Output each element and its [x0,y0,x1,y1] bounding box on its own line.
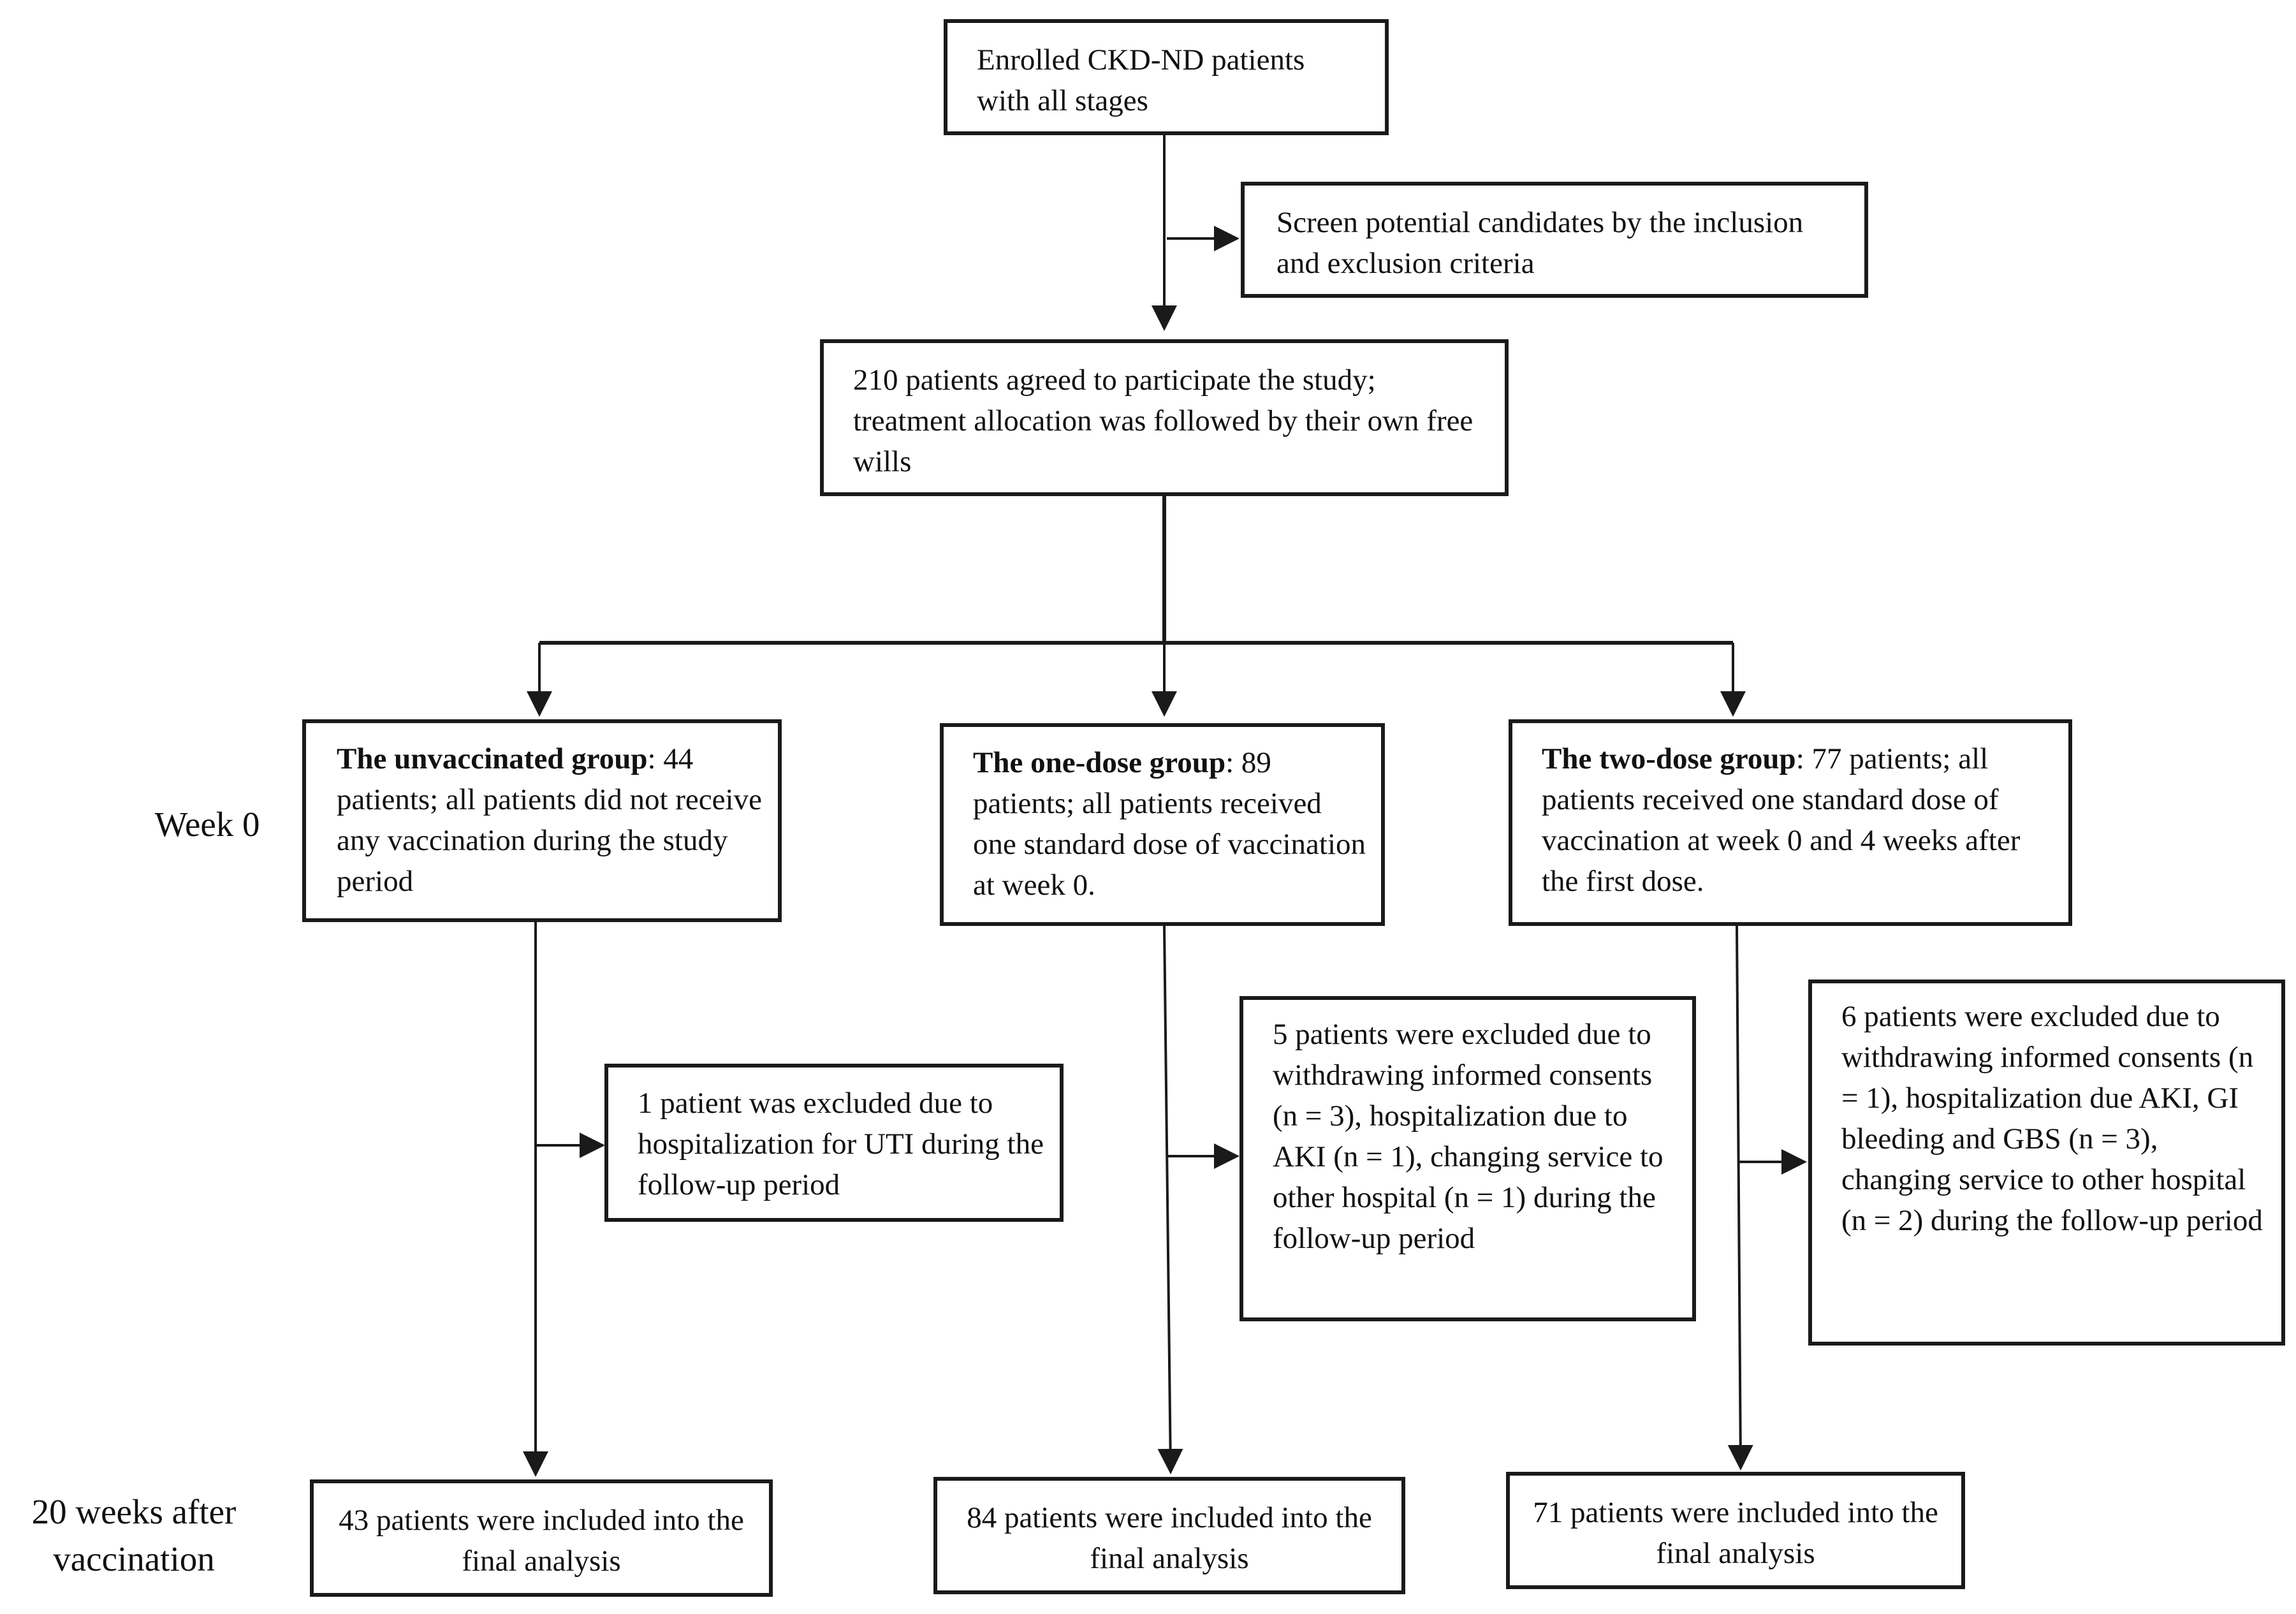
one-dose-exclusion-box: 5 patients were excluded due to withdraw… [1239,996,1696,1321]
unvaccinated-group-box: The unvaccinated group: 44 patients; all… [302,719,782,922]
unvaccinated-group-title: The unvaccinated group [337,742,648,775]
screen-text: Screen potential candidates by the inclu… [1276,206,1804,280]
unvaccinated-final-box: 43 patients were included into the final… [310,1479,773,1597]
one-dose-group-text: : 89 patients; all patients received one… [973,746,1366,902]
two-dose-exclusion-text: 6 patients were excluded due to withdraw… [1841,1000,2263,1237]
unvaccinated-exclusion-box: 1 patient was excluded due to hospitaliz… [604,1064,1064,1222]
unvaccinated-group-text: : 44 patients; all patients did not rece… [337,742,762,898]
two-dose-group-box: The two-dose group: 77 patients; all pat… [1509,719,2072,926]
enrolled-box: Enrolled CKD-ND patients with all stages [944,19,1389,135]
one-dose-group-title: The one-dose group [973,746,1226,779]
screen-box: Screen potential candidates by the inclu… [1241,182,1868,298]
two-dose-group-text: : 77 patients; all patients received one… [1542,742,2021,898]
two-dose-final-box: 71 patients were included into the final… [1506,1472,1965,1589]
two-dose-final-text: 71 patients were included into the final… [1533,1496,1938,1570]
one-dose-final-text: 84 patients were included into the final… [967,1501,1372,1575]
connector-two-dose-final [1727,925,1753,1471]
one-dose-final-box: 84 patients were included into the final… [933,1477,1405,1594]
unvaccinated-final-text: 43 patients were included into the final… [339,1504,744,1578]
agreed-box: 210 patients agreed to participate the s… [820,339,1509,496]
week0-label: Week 0 [154,805,260,844]
week20-label: 20 weeks after vaccination [31,1492,237,1578]
enrolled-text: Enrolled CKD-ND patients with all stages [977,43,1305,117]
two-dose-exclusion-box: 6 patients were excluded due to withdraw… [1808,979,2285,1346]
one-dose-exclusion-text: 5 patients were excluded due to withdraw… [1273,1018,1664,1255]
connector-one-dose-final [1157,925,1183,1474]
one-dose-group-box: The one-dose group: 89 patients; all pat… [940,723,1385,926]
two-dose-group-title: The two-dose group [1542,742,1796,775]
unvaccinated-exclusion-text: 1 patient was excluded due to hospitaliz… [638,1087,1044,1201]
agreed-text: 210 patients agreed to participate the s… [853,363,1473,478]
